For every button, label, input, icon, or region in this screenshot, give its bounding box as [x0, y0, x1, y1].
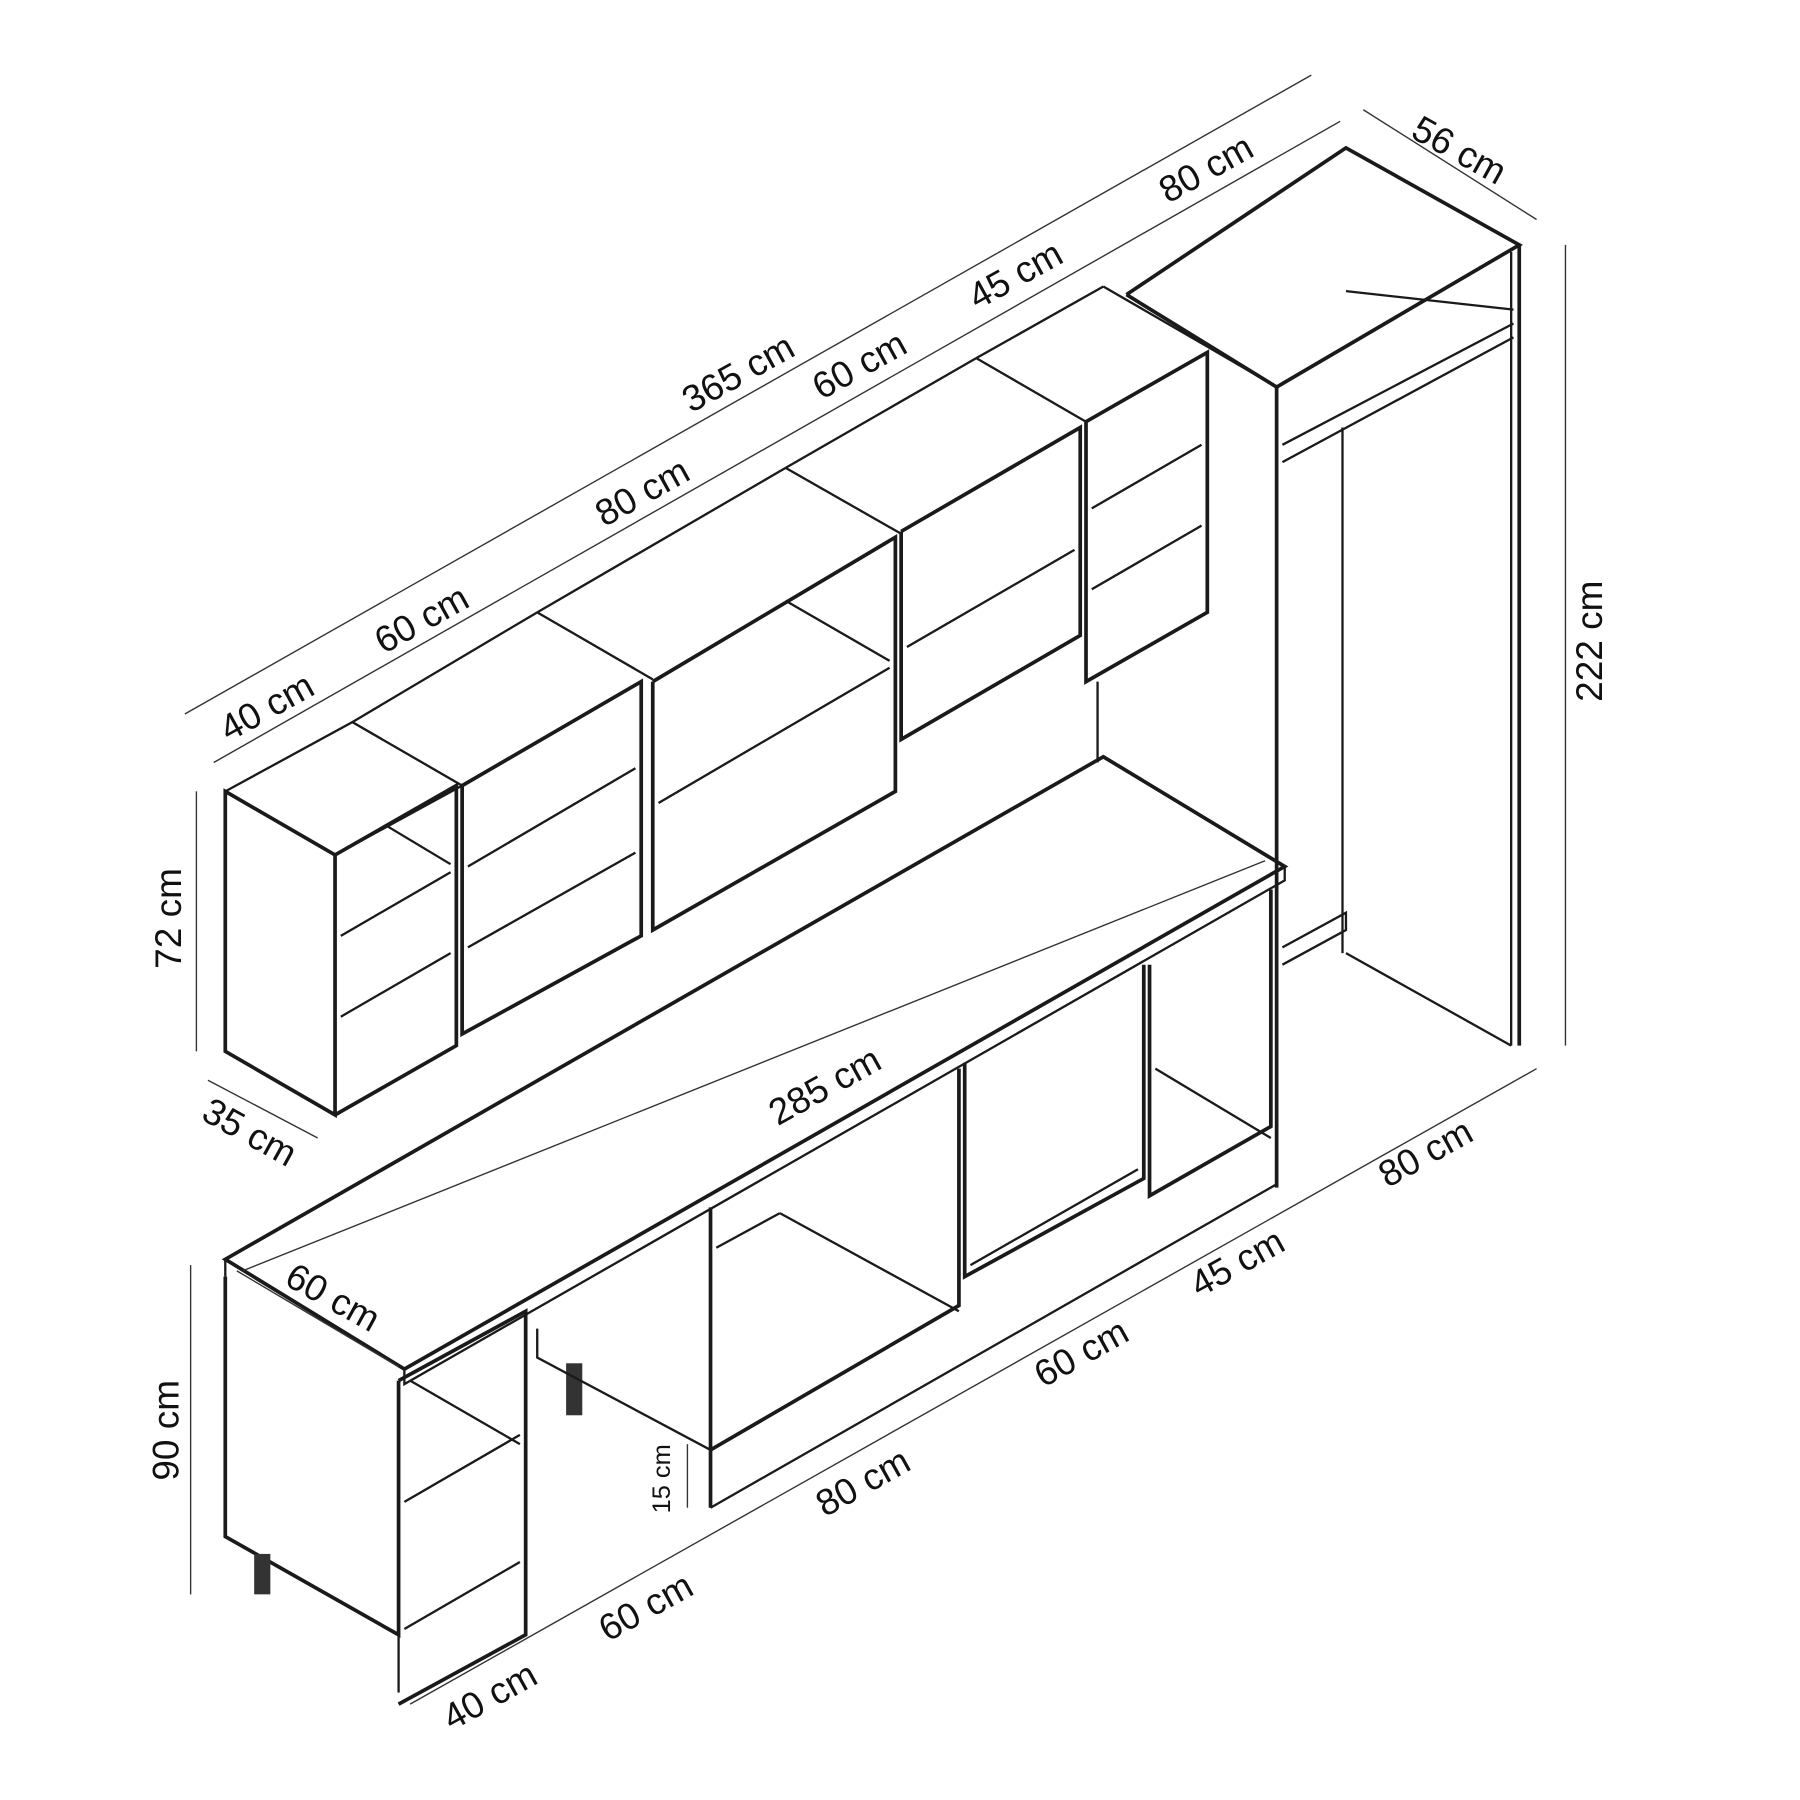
label-upper-45: 45 cm [961, 233, 1069, 318]
label-plinth-height: 15 cm [648, 1444, 676, 1513]
label-base-60b: 60 cm [1027, 1310, 1135, 1395]
label-base-tall-80: 80 cm [1372, 1111, 1480, 1196]
label-upper-60a: 60 cm [368, 577, 476, 662]
label-base-45: 45 cm [1183, 1220, 1291, 1305]
label-base-60a: 60 cm [592, 1565, 700, 1650]
countertop-and-base [221, 754, 1289, 1706]
label-tall-depth: 56 cm [1405, 108, 1513, 193]
label-total-upper-width: 365 cm [675, 326, 801, 421]
label-base-height: 90 cm [145, 1380, 186, 1481]
label-base-80: 80 cm [809, 1440, 917, 1525]
dimension-lines [184, 74, 1567, 1705]
label-base-40: 40 cm [436, 1654, 544, 1739]
upper-cabinets [223, 285, 1210, 1119]
label-upper-height: 72 cm [148, 868, 189, 969]
tall-cabinet [1125, 145, 1523, 1188]
leg-icon [566, 1363, 583, 1416]
label-upper-40: 40 cm [213, 665, 321, 750]
label-upper-80: 80 cm [588, 450, 696, 535]
label-tall-height: 222 cm [1569, 581, 1610, 702]
leg-icon [254, 1553, 271, 1595]
